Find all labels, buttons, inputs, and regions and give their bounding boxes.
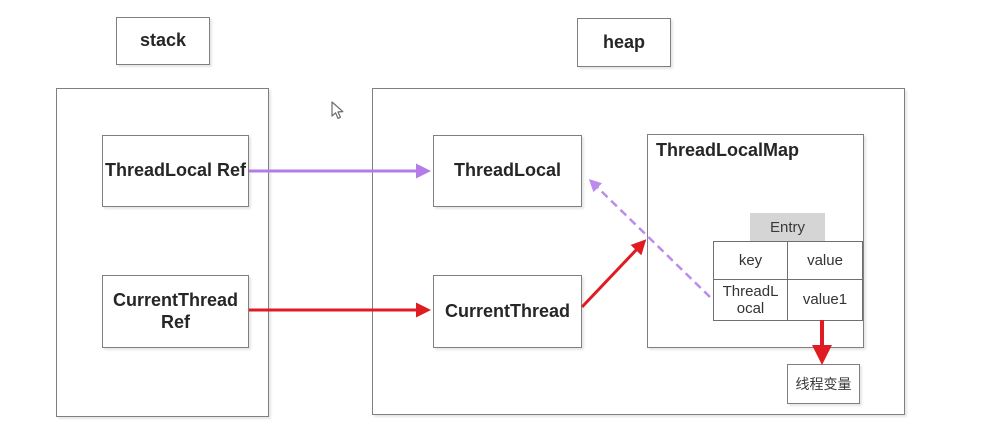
entry-tag: Entry <box>750 213 825 241</box>
threadlocal-ref-label: ThreadLocal Ref <box>104 160 247 181</box>
threadlocalmap-title: ThreadLocalMap <box>656 140 800 160</box>
heap-legend-box: heap <box>577 18 671 67</box>
entry-table-data-row: ThreadL ocal value1 <box>713 279 863 321</box>
threadlocal-label: ThreadLocal <box>453 160 562 181</box>
entry-table-header-row: key value <box>713 241 863 280</box>
thread-variable-box: 线程变量 <box>787 364 860 404</box>
thread-variable-label: 线程变量 <box>795 376 852 392</box>
entry-value-cell: value1 <box>787 279 863 321</box>
threadlocal-ref-box: ThreadLocal Ref <box>102 135 249 207</box>
stack-legend-box: stack <box>116 17 210 65</box>
currentthread-ref-label: CurrentThread Ref <box>112 289 238 332</box>
entry-value-header: value <box>787 241 863 280</box>
entry-key-header: key <box>713 241 788 280</box>
currentthread-label: CurrentThread <box>444 300 570 321</box>
entry-label: Entry <box>769 218 805 236</box>
currentthread-ref-box: CurrentThread Ref <box>102 275 249 348</box>
entry-key-cell: ThreadL ocal <box>713 279 788 321</box>
mouse-cursor-icon <box>331 101 344 119</box>
heap-label: heap <box>602 31 645 52</box>
threadlocal-box: ThreadLocal <box>433 135 582 207</box>
stack-label: stack <box>139 30 187 51</box>
entry-table: key value ThreadL ocal value1 <box>713 241 863 321</box>
currentthread-box: CurrentThread <box>433 275 582 348</box>
